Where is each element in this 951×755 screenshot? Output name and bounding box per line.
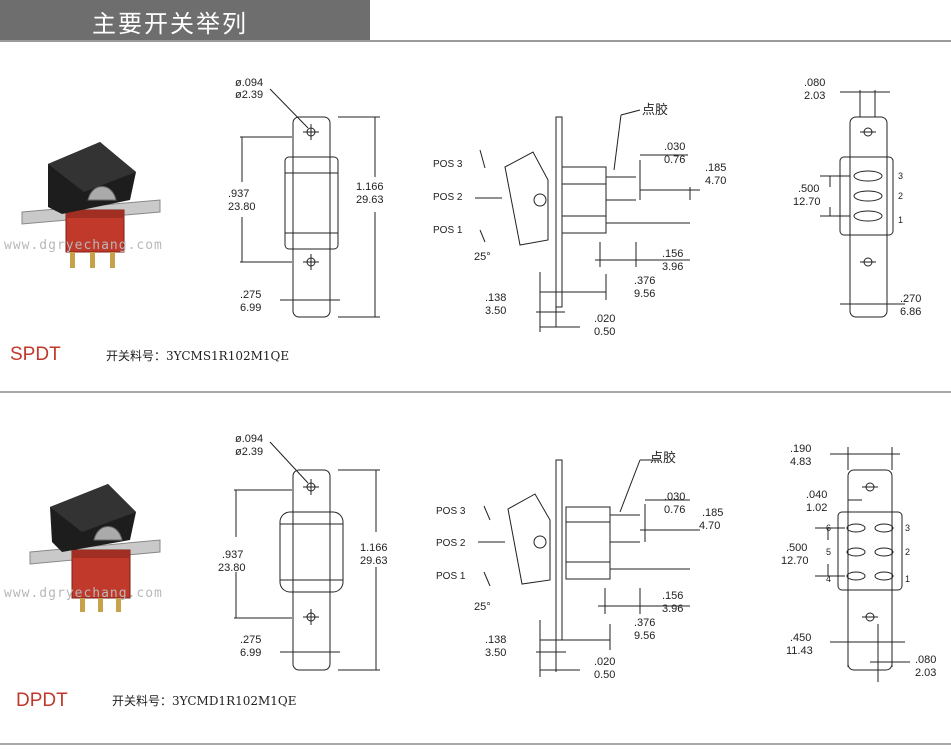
rear-pitch-in: .500 xyxy=(798,183,819,195)
front-h-in: .937 xyxy=(222,549,243,561)
rear-w-in: .270 xyxy=(900,293,921,305)
front-h-mm: 23.80 xyxy=(218,562,246,574)
side-t6-in: .020 xyxy=(594,313,615,325)
rear-pin-2: 2 xyxy=(905,547,910,557)
side-t1-mm: 0.76 xyxy=(664,154,685,166)
rear-pitch-in: .500 xyxy=(786,542,807,554)
part-number: 开关料号：3YCMD1R102M1QE xyxy=(112,694,297,708)
side-t5-mm: 3.50 xyxy=(485,305,506,317)
side-t2-in: .185 xyxy=(705,162,726,174)
rear-w-mm: 11.43 xyxy=(786,645,813,657)
side-t2-in: .185 xyxy=(702,507,723,519)
front-hole-in: ø.094 xyxy=(235,77,263,89)
front-total-mm: 29.63 xyxy=(356,194,384,206)
rear-pin-6: 6 xyxy=(826,523,831,533)
switch-type-label: SPDT xyxy=(10,344,61,365)
dpdt-drawings: www.dgryechang.com ø.094 ø2.39 .937 23.8… xyxy=(4,433,936,682)
side-t1-mm: 0.76 xyxy=(664,504,685,516)
watermark: www.dgryechang.com xyxy=(4,586,163,601)
rear-w-mm: 6.86 xyxy=(900,306,921,318)
rear-pin-3: 3 xyxy=(905,523,910,533)
rear-pitch-mm: 12.70 xyxy=(781,555,809,567)
rear-r-mm: 2.03 xyxy=(915,667,936,679)
side-angle: 25° xyxy=(474,601,491,613)
section-header-bar: 主要开关举列 xyxy=(0,0,370,41)
front-total-in: 1.166 xyxy=(356,181,384,193)
rear-mid-mm: 1.02 xyxy=(806,502,827,514)
rear-pin-4: 4 xyxy=(826,574,831,584)
rear-pin-5: 5 xyxy=(826,547,831,557)
section-divider xyxy=(0,743,951,745)
front-w-in: .275 xyxy=(240,634,261,646)
side-pos2: POS 2 xyxy=(436,538,466,549)
front-w-mm: 6.99 xyxy=(240,302,261,314)
side-t6-in: .020 xyxy=(594,656,615,668)
dpdt-section: www.dgryechang.com ø.094 ø2.39 .937 23.8… xyxy=(0,392,951,742)
switch-type-label: DPDT xyxy=(16,690,68,711)
side-t1-in: .030 xyxy=(664,491,685,503)
dpdt-rear-view xyxy=(815,447,910,682)
side-t3-mm: 3.96 xyxy=(662,261,683,273)
side-angle: 25° xyxy=(474,251,491,263)
front-h-mm: 23.80 xyxy=(228,201,256,213)
side-t2-mm: 4.70 xyxy=(699,520,720,532)
rear-r-in: .080 xyxy=(915,654,936,666)
front-hole-in: ø.094 xyxy=(235,433,263,445)
side-t2-mm: 4.70 xyxy=(705,175,726,187)
side-glue-label: 点胶 xyxy=(642,102,668,118)
front-w-mm: 6.99 xyxy=(240,647,261,659)
dpdt-switch-photo xyxy=(29,484,161,612)
watermark: www.dgryechang.com xyxy=(4,238,163,253)
dpdt-front-view xyxy=(234,441,380,671)
side-t4-in: .376 xyxy=(634,275,655,287)
side-t6-mm: 0.50 xyxy=(594,326,615,338)
part-number: 开关料号：3YCMS1R102M1QE xyxy=(106,349,290,363)
page-title: 主要开关举列 xyxy=(92,10,248,38)
rear-mid-in: .040 xyxy=(806,489,827,501)
rear-top-in: .190 xyxy=(790,443,811,455)
section-divider xyxy=(0,391,951,393)
rear-w-in: .450 xyxy=(790,632,811,644)
front-total-mm: 29.63 xyxy=(360,555,388,567)
front-hole-mm: ø2.39 xyxy=(235,446,263,458)
side-pos1: POS 1 xyxy=(436,571,466,582)
rear-pin-3: 3 xyxy=(898,171,903,181)
side-t6-mm: 0.50 xyxy=(594,669,615,681)
front-h-in: .937 xyxy=(228,188,249,200)
side-t3-in: .156 xyxy=(662,248,683,260)
rear-top-mm: 4.83 xyxy=(790,456,811,468)
side-t5-in: .138 xyxy=(485,292,506,304)
header-rule xyxy=(0,40,951,42)
side-t1-in: .030 xyxy=(664,141,685,153)
rear-pin-1: 1 xyxy=(898,215,903,225)
side-pos3: POS 3 xyxy=(436,506,466,517)
side-pos3: POS 3 xyxy=(433,159,463,170)
side-t3-in: .156 xyxy=(662,590,683,602)
dpdt-side-view xyxy=(478,459,700,677)
side-t5-in: .138 xyxy=(485,634,506,646)
spdt-rear-view xyxy=(820,90,905,318)
side-pos1: POS 1 xyxy=(433,225,463,236)
front-total-in: 1.166 xyxy=(360,542,388,554)
side-glue-label: 点胶 xyxy=(650,450,676,466)
spdt-front-view xyxy=(240,88,380,318)
side-t4-in: .376 xyxy=(634,617,655,629)
spdt-section: www.dgryechang.com ø.094 ø2.39 .937 23.8… xyxy=(0,42,951,392)
rear-pitch-mm: 12.70 xyxy=(793,196,821,208)
front-w-in: .275 xyxy=(240,289,261,301)
side-t4-mm: 9.56 xyxy=(634,288,655,300)
rear-pin-1: 1 xyxy=(905,574,910,584)
spdt-drawings: www.dgryechang.com ø.094 ø2.39 .937 23.8… xyxy=(4,77,921,338)
rear-top-in: .080 xyxy=(804,77,825,89)
front-hole-mm: ø2.39 xyxy=(235,89,263,101)
spdt-switch-photo xyxy=(21,142,161,268)
rear-pin-2: 2 xyxy=(898,191,903,201)
rear-top-mm: 2.03 xyxy=(804,90,825,102)
side-t3-mm: 3.96 xyxy=(662,603,683,615)
side-t5-mm: 3.50 xyxy=(485,647,506,659)
spdt-side-view xyxy=(475,109,700,332)
side-t4-mm: 9.56 xyxy=(634,630,655,642)
side-pos2: POS 2 xyxy=(433,192,463,203)
